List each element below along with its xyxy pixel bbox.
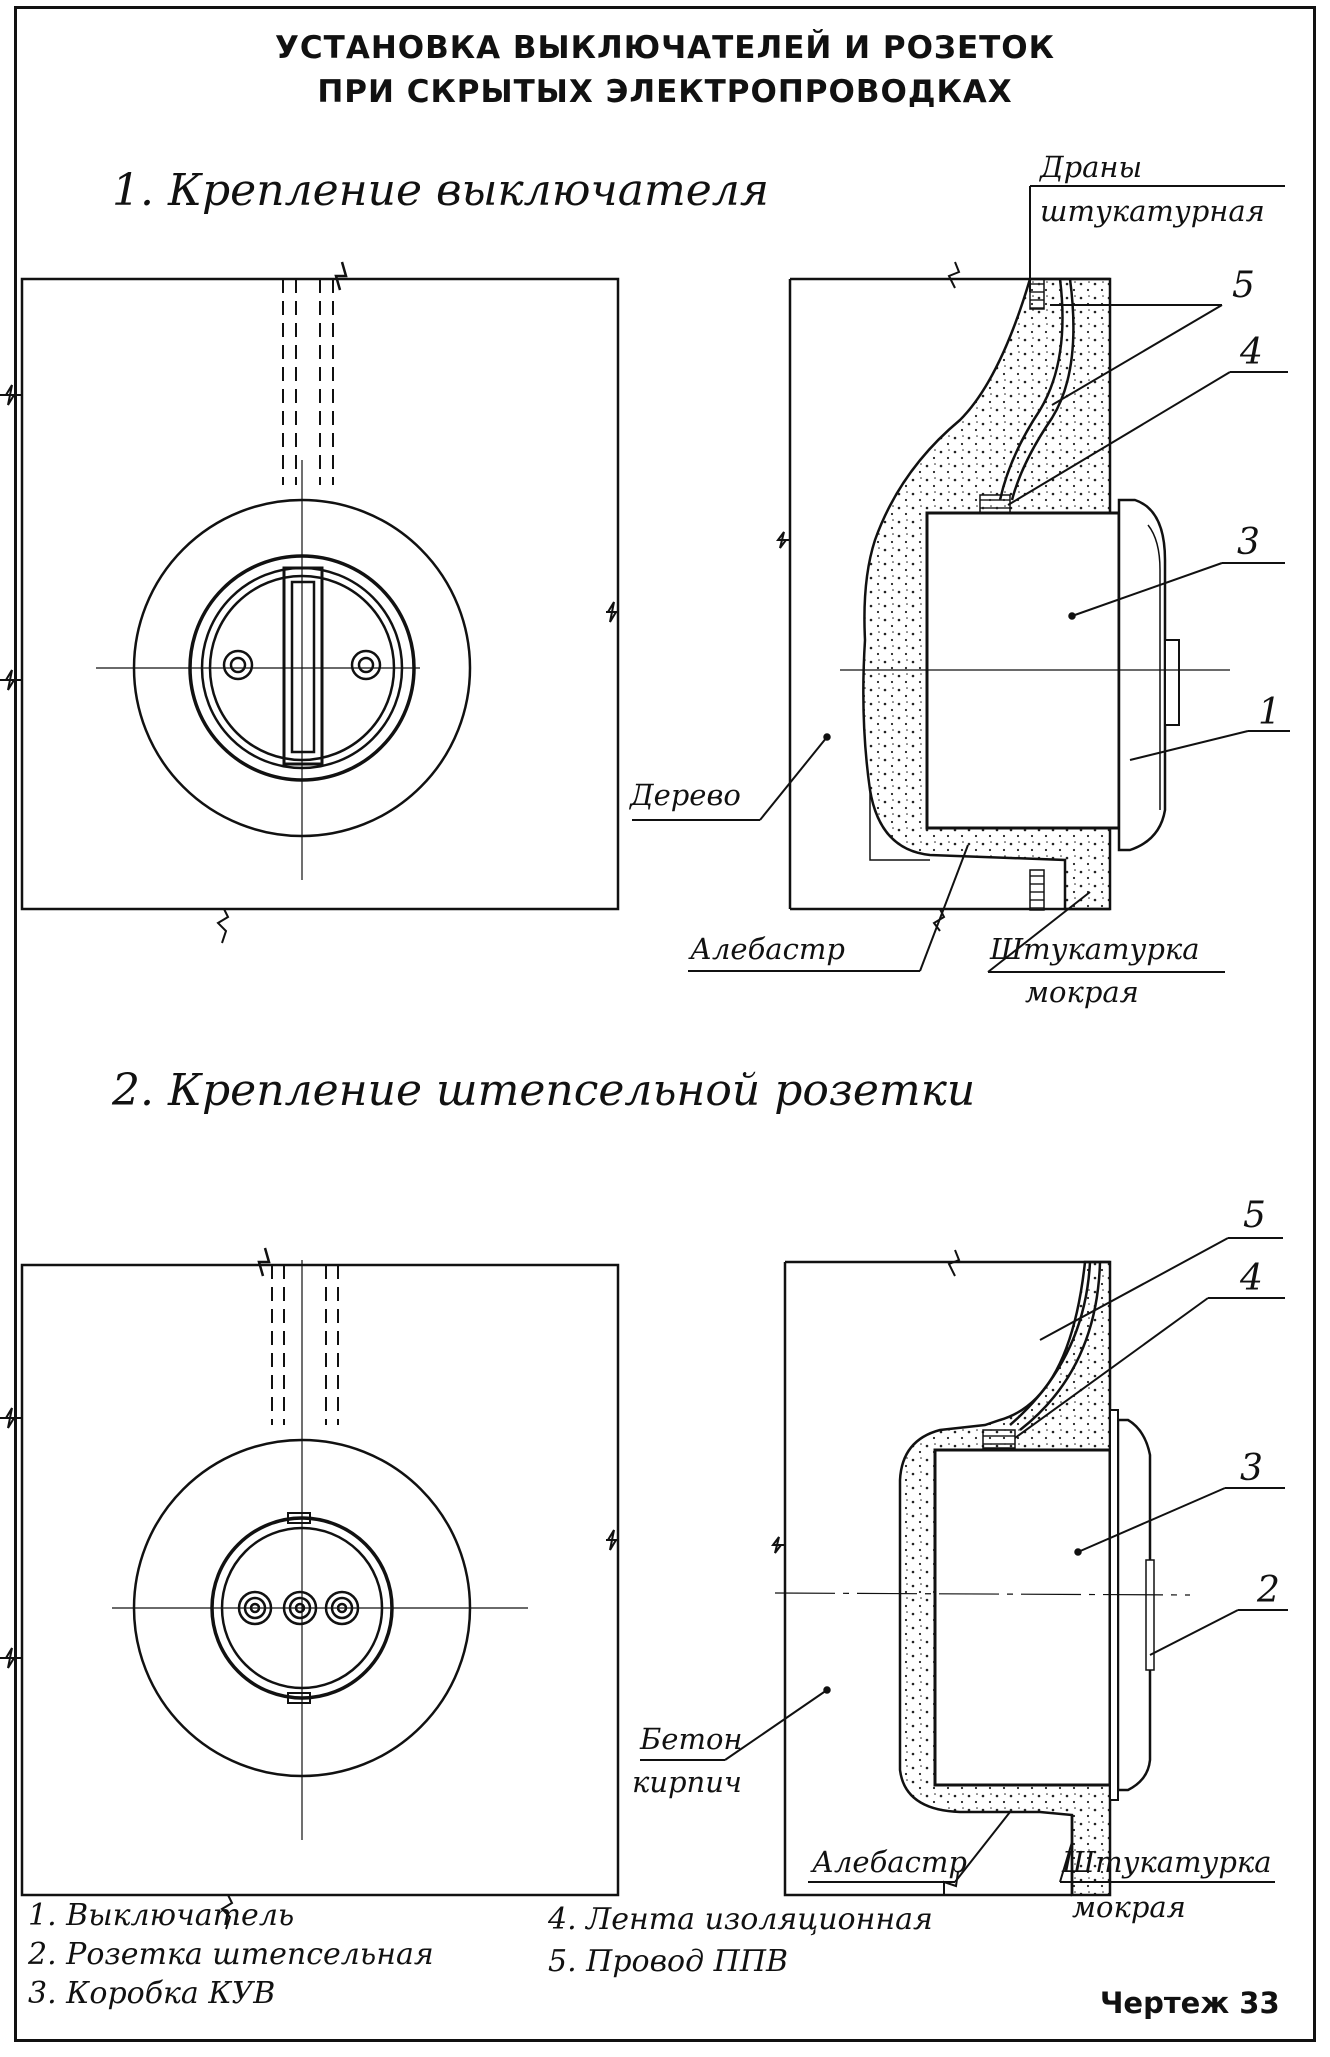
callout-4b: 4 — [1240, 1258, 1263, 1299]
legend-item-2: 2. Розетка штепсельная — [28, 1937, 434, 1972]
drawing-number: Чертеж 33 — [1100, 1986, 1280, 2020]
title-line-1: УСТАНОВКА ВЫКЛЮЧАТЕЛЕЙ И РОЗЕТОК — [275, 30, 1055, 66]
callout-3: 3 — [1237, 522, 1260, 563]
callout-1: 1 — [1258, 692, 1281, 733]
switch-front-view — [0, 261, 620, 944]
title-line-2: ПРИ СКРЫТЫХ ЭЛЕКТРОПРОВОДКАХ — [317, 74, 1013, 110]
legend-item-5: 5. Провод ППВ — [548, 1944, 789, 1979]
label-dran-sub: штукатурная — [1040, 194, 1265, 228]
callout-4: 4 — [1240, 332, 1263, 373]
label-plaster-1-sub: мокрая — [1025, 975, 1139, 1009]
callout-5: 5 — [1232, 265, 1255, 306]
label-plaster-1: Штукатурка — [990, 932, 1200, 966]
section-1-heading: 1. Крепление выключателя — [112, 165, 769, 216]
switch-section-view — [776, 261, 1230, 932]
sheet-frame — [14, 6, 1316, 2042]
section-2-heading: 2. Крепление штепсельной розетки — [112, 1065, 976, 1116]
label-plaster-2-sub: мокрая — [1072, 1890, 1186, 1924]
socket-front-view — [0, 1247, 620, 1930]
legend-item-1: 1. Выключатель — [28, 1898, 295, 1933]
leader-lines-1 — [632, 185, 1290, 973]
label-dran: Драны — [1040, 150, 1143, 184]
label-wood: Дерево — [630, 778, 741, 812]
legend-item-3: 3. Коробка КУВ — [28, 1976, 276, 2011]
callout-2: 2 — [1257, 1570, 1280, 1611]
socket-section-view — [771, 1249, 1191, 1897]
callout-5b: 5 — [1243, 1195, 1266, 1236]
label-alabaster-1: Алебастр — [690, 932, 845, 966]
legend-item-4: 4. Лента изоляционная — [548, 1902, 933, 1937]
leader-lines-2 — [640, 1237, 1288, 1883]
label-plaster-2: Штукатурка — [1062, 1845, 1272, 1879]
label-brick: кирпич — [632, 1765, 742, 1799]
callout-3b: 3 — [1240, 1448, 1263, 1489]
label-concrete: Бетон — [640, 1722, 743, 1756]
label-alabaster-2: Алебастр — [812, 1845, 967, 1879]
